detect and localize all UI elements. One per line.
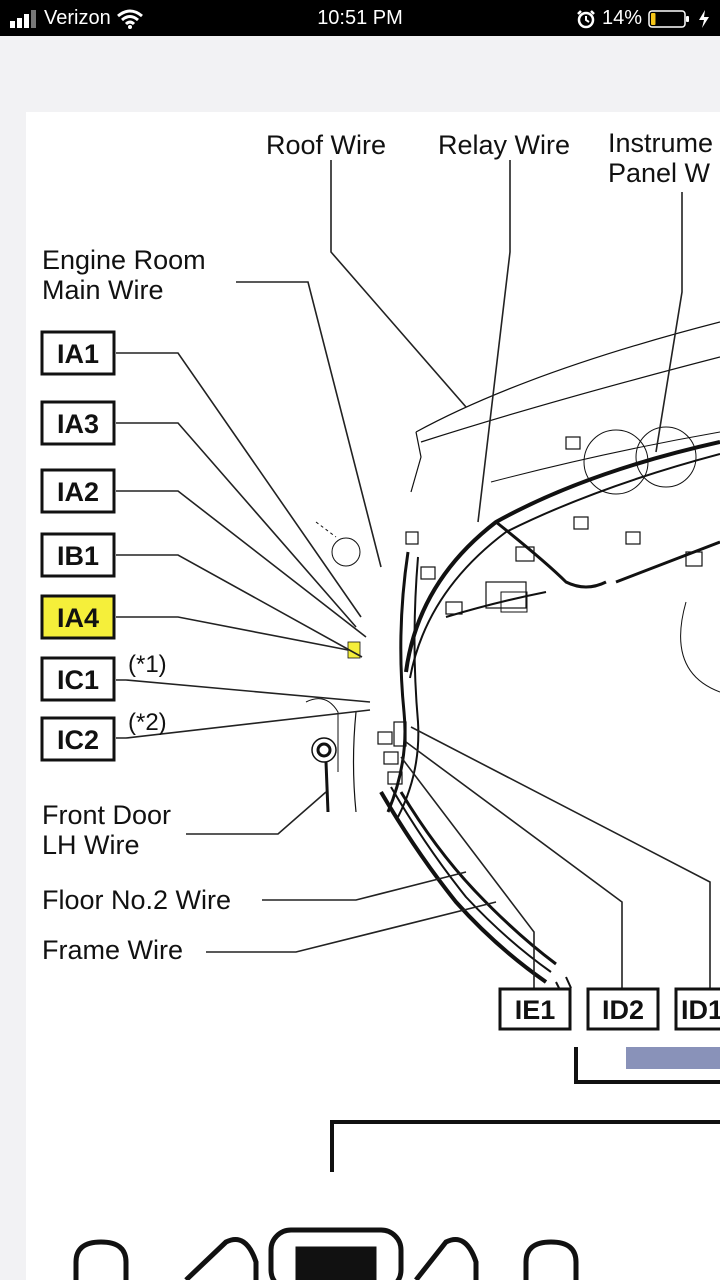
label-instrument-panel-line2: Panel W [608,158,711,188]
connector-ib1-label: IB1 [57,541,99,571]
status-bar: Verizon 10:51 PM 14% [0,0,720,36]
connector-id2-label: ID2 [602,995,644,1025]
status-time: 10:51 PM [317,7,403,29]
carrier-name: Verizon [44,7,111,29]
signal-icon [10,9,36,28]
connector-ia4: IA4 [40,594,116,640]
connector-id1-label: ID1 [681,995,720,1025]
connector-id1: ID1 [674,987,720,1031]
label-floor-no2-wire: Floor No.2 Wire [42,885,231,915]
connector-ib1: IB1 [40,532,116,578]
lower-diagram-fragment [73,1047,720,1280]
label-roof-wire: Roof Wire [266,130,386,160]
battery-fill [651,12,656,25]
connector-ia3-label: IA3 [57,409,99,439]
label-frame-wire: Frame Wire [42,935,183,965]
connector-ic1: IC1 [40,656,116,702]
connector-ia2-label: IA2 [57,477,99,507]
wifi-icon [116,9,143,29]
label-relay-wire: Relay Wire [438,130,570,160]
note-2: (*2) [128,709,167,736]
status-left: Verizon [10,7,143,30]
battery-percent: 14% [601,7,642,29]
label-front-door-line2: LH Wire [42,830,140,860]
label-front-door-line1: Front Door [42,800,171,830]
connector-ia3: IA3 [40,400,116,446]
connector-ia4-label: IA4 [57,603,99,633]
connector-ia2: IA2 [40,468,116,514]
label-instrument-panel-line1: Instrume [608,128,713,158]
label-engine-room-line1: Engine Room [42,245,206,275]
connector-ic1-label: IC1 [57,665,99,695]
alarm-icon [577,9,595,28]
connector-ic2: IC2 [40,716,116,762]
label-engine-room-line2: Main Wire [42,275,164,305]
battery-icon [648,9,689,28]
wiring-diagram: Roof Wire Relay Wire Instrume Panel W En… [40,128,720,1280]
connector-ie1-label: IE1 [515,995,556,1025]
connector-ia1-label: IA1 [57,339,99,369]
harness-drawing [305,321,720,993]
note-1: (*1) [128,651,167,678]
connector-ie1: IE1 [498,987,572,1031]
connector-id2: ID2 [586,987,660,1031]
connector-ic2-label: IC2 [57,725,99,755]
diagram-image[interactable]: Roof Wire Relay Wire Instrume Panel W En… [26,112,720,1280]
connector-ia1: IA1 [40,330,116,376]
charging-icon [699,9,709,28]
leader-lines [116,160,711,988]
status-right: 14% [576,7,710,30]
